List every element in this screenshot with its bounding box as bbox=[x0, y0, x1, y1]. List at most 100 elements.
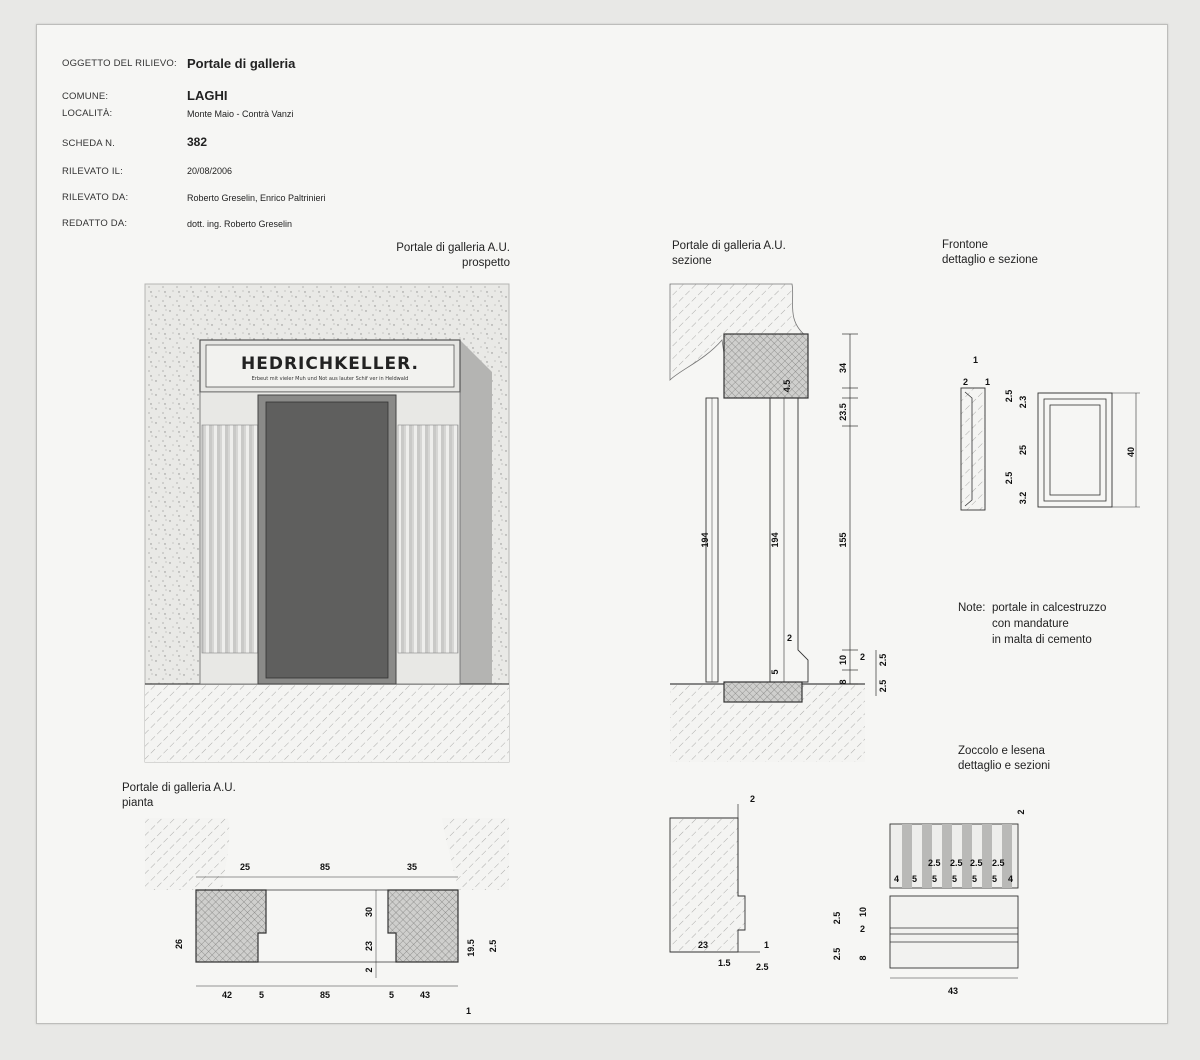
caption-prospetto-line1: Portale di galleria A.U. bbox=[396, 242, 510, 254]
dim-sez-155: 155 bbox=[838, 532, 848, 547]
prospetto-view: HEDRICHKELLER. Erbeut mit vieler Muh und… bbox=[144, 283, 510, 763]
dim-sez-34: 34 bbox=[838, 363, 848, 373]
dim-pianta-25: 25 bbox=[240, 862, 250, 872]
pianta-rock bbox=[145, 818, 509, 890]
dim-front-40: 40 bbox=[1126, 447, 1136, 457]
dim-pianta-30: 30 bbox=[364, 907, 374, 917]
sezione-jamb-profile bbox=[769, 398, 809, 683]
zoccolo-detail-view: 2 2.5 2.5 2.5 2.5 4 5 5 5 5 5 4 2.5 10 2… bbox=[832, 809, 1026, 996]
note-line1: portale in calcestruzzo bbox=[992, 602, 1107, 614]
dim-zd-5a: 5 bbox=[912, 874, 917, 884]
door-opening bbox=[265, 401, 389, 679]
dim-zd-2-5f: 2.5 bbox=[832, 948, 842, 961]
dim-sez-2: 2 bbox=[787, 633, 792, 643]
dim-zd-8: 8 bbox=[858, 955, 868, 960]
dim-zd-2-5d: 2.5 bbox=[992, 858, 1005, 868]
dim-zd-2-5e: 2.5 bbox=[832, 912, 842, 925]
rilevato-da-value: Roberto Greselin, Enrico Paltrinieri bbox=[187, 193, 326, 203]
scheda-label: SCHEDA N. bbox=[62, 138, 116, 149]
dim-pianta-43: 43 bbox=[420, 990, 430, 1000]
dim-zd-2-5c: 2.5 bbox=[970, 858, 983, 868]
zoccolo-base bbox=[889, 895, 1019, 969]
dim-zs-1: 1 bbox=[764, 940, 769, 950]
caption-zoccolo: Zoccolo e lesena dettaglio e sezioni bbox=[958, 744, 1138, 774]
caption-frontone-line2: dettaglio e sezione bbox=[942, 254, 1038, 266]
dim-pianta-85b: 85 bbox=[320, 990, 330, 1000]
dim-zs-1-5: 1.5 bbox=[718, 958, 731, 968]
frontone-front-outer bbox=[1037, 392, 1113, 508]
dim-pianta-5a: 5 bbox=[259, 990, 264, 1000]
sign-subtitle: Erbeut mit vieler Muh und Not aus lauter… bbox=[252, 376, 409, 382]
pilaster-right bbox=[397, 424, 459, 654]
caption-sezione-line1: Portale di galleria A.U. bbox=[672, 240, 786, 252]
localita-label: LOCALITÀ: bbox=[62, 108, 113, 119]
dim-front-1a: 1 bbox=[973, 355, 978, 365]
zoccolo-section-wall bbox=[669, 817, 746, 953]
dim-pianta-23: 23 bbox=[364, 941, 374, 951]
dim-front-2-5b: 2.5 bbox=[1004, 472, 1014, 485]
dim-front-2-5a: 2.5 bbox=[1004, 390, 1014, 403]
sezione-dim-ticks bbox=[842, 333, 858, 685]
sezione-lintel bbox=[723, 333, 809, 399]
dim-front-3-2: 3.2 bbox=[1018, 492, 1028, 505]
dim-zd-4b: 4 bbox=[1008, 874, 1013, 884]
oggetto-value: Portale di galleria bbox=[187, 56, 296, 71]
dim-sez-2-5b: 2.5 bbox=[878, 680, 888, 693]
comune-label: COMUNE: bbox=[62, 91, 109, 102]
dim-front-2: 2 bbox=[963, 377, 968, 387]
scheda-value: 382 bbox=[187, 135, 208, 149]
localita-value: Monte Maio - Contrà Vanzi bbox=[187, 109, 294, 119]
caption-prospetto-line2: prospetto bbox=[462, 257, 510, 269]
rilevato-il-label: RILEVATO IL: bbox=[62, 166, 124, 177]
sezione-sill bbox=[723, 681, 803, 703]
dim-zd-5d: 5 bbox=[972, 874, 977, 884]
note-text: portale in calcestruzzo con mandature in… bbox=[992, 600, 1106, 648]
caption-pianta-line1: Portale di galleria A.U. bbox=[122, 782, 236, 794]
frontone-profile bbox=[964, 391, 973, 507]
dim-zd-2-5a: 2.5 bbox=[928, 858, 941, 868]
dim-sez-4-5: 4.5 bbox=[782, 380, 792, 393]
note-line2: con mandature bbox=[992, 618, 1069, 630]
dim-sez-23-5: 23.5 bbox=[838, 403, 848, 421]
dim-pianta-19-5: 19.5 bbox=[466, 939, 476, 957]
frontone-front-mid bbox=[1043, 398, 1107, 502]
dim-sez-194-a: 194 bbox=[700, 532, 710, 547]
caption-zoccolo-line2: dettaglio e sezioni bbox=[958, 760, 1051, 772]
dim-pianta-5b: 5 bbox=[389, 990, 394, 1000]
dim-sez-5: 5 bbox=[770, 669, 780, 674]
dim-zs-23: 23 bbox=[698, 940, 708, 950]
dim-zd-5b: 5 bbox=[932, 874, 937, 884]
rilevato-da-label: RILEVATO DA: bbox=[62, 192, 129, 203]
comune-value: LAGHI bbox=[187, 88, 228, 103]
pianta-jamb-left bbox=[195, 889, 267, 963]
prospetto-sign-panel bbox=[205, 344, 455, 388]
dim-zd-10: 10 bbox=[858, 907, 868, 917]
sign-title: HEDRICHKELLER. bbox=[241, 354, 419, 374]
rilevato-il-value: 20/08/2006 bbox=[187, 166, 233, 176]
dim-sez-2-5a: 2.5 bbox=[878, 654, 888, 667]
dim-zd-2b: 2 bbox=[860, 924, 865, 934]
pianta-jamb-right bbox=[387, 889, 459, 963]
caption-frontone-line1: Frontone bbox=[942, 239, 989, 251]
dim-pianta-42: 42 bbox=[222, 990, 232, 1000]
dim-sez-8: 8 bbox=[838, 679, 848, 684]
dim-sez-10: 10 bbox=[838, 655, 848, 665]
dim-sez-2b: 2 bbox=[860, 652, 865, 662]
dim-zd-2: 2 bbox=[1016, 809, 1026, 814]
redatto-da-value: dott. ing. Roberto Greselin bbox=[187, 219, 293, 229]
dim-front-1b: 1 bbox=[985, 377, 990, 387]
pianta-view: 25 85 35 30 26 23 2 19.5 2.5 42 5 85 5 4… bbox=[145, 818, 509, 1016]
pilaster-left bbox=[201, 424, 259, 654]
dim-sez-194-b: 194 bbox=[770, 532, 780, 547]
prospetto-ground bbox=[145, 684, 509, 762]
caption-zoccolo-line1: Zoccolo e lesena bbox=[958, 745, 1045, 757]
dim-zd-5e: 5 bbox=[992, 874, 997, 884]
dim-pianta-35: 35 bbox=[407, 862, 417, 872]
dim-pianta-1: 1 bbox=[466, 1006, 471, 1016]
dim-pianta-2: 2 bbox=[364, 967, 374, 972]
frontone-front-inner bbox=[1049, 404, 1101, 496]
zoccolo-section-view: 2 23 1 1.5 2.5 bbox=[669, 794, 769, 972]
oggetto-label: OGGETTO DEL RILIEVO: bbox=[62, 58, 177, 69]
redatto-da-label: REDATTO DA: bbox=[62, 218, 128, 229]
